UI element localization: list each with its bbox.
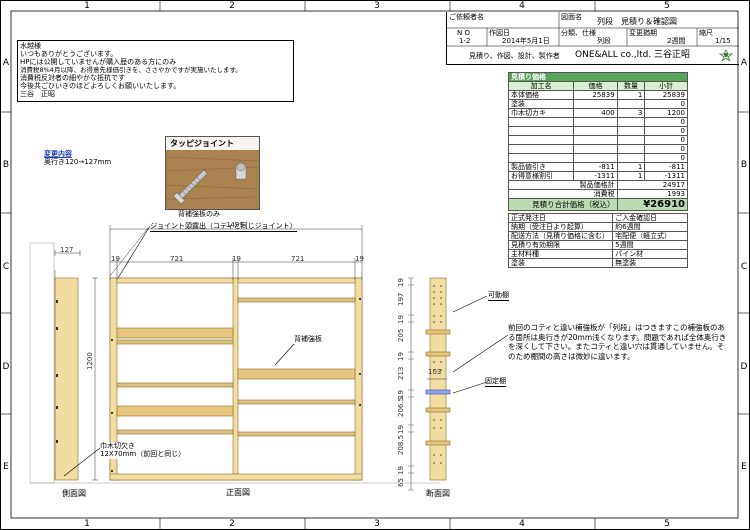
- leader-lines: [63, 225, 509, 477]
- side-view-label: 側面図: [62, 489, 86, 498]
- side-view-drawing: [29, 242, 440, 484]
- joint-label: ジョイント頭露出（コティと同じジョイント）: [150, 222, 297, 232]
- dim-19: 19: [111, 255, 120, 263]
- no-value: 1-2: [459, 37, 471, 45]
- category-label: 分類、仕様: [561, 29, 596, 37]
- photo-caption: 背補強板のみ: [178, 210, 220, 218]
- message-line: いつもありがとうございます。: [20, 50, 118, 58]
- date-value: 2014年5月1日: [502, 37, 550, 45]
- dim-19: 19: [355, 255, 364, 263]
- fixed-shelf-label: 固定棚: [485, 377, 506, 387]
- title-block: ご依頼者名 図面名 列段 見積り＆確認図 N O 作図日 分類、仕様 変更猶期 …: [446, 12, 739, 65]
- grid-row-label: A: [2, 58, 10, 68]
- scale-label: 縮尺: [699, 29, 713, 37]
- grid-row-label: B: [740, 160, 748, 170]
- photo-title: タッピジョイント: [170, 139, 234, 148]
- grid-col-label: 4: [519, 519, 525, 529]
- side-depth-dim: 127: [60, 246, 74, 254]
- front-view-label: 正面図: [226, 488, 250, 497]
- maker-value: ONE&ALL co.,ltd. 三谷正昭: [575, 50, 691, 60]
- grid-col-label: 2: [229, 1, 235, 11]
- order-info-table: 正式発注日ご入金確認日納期（受注日より起算）約6週間配送方法（見積り価格に含む）…: [507, 213, 688, 268]
- grid-row-label: B: [2, 160, 10, 170]
- company-logo-icon: [719, 49, 733, 62]
- no-label: N O: [457, 29, 470, 37]
- message-box: 水越様 いつもありがとうございます。 HPには公開していませんが購入歴のある方に…: [17, 40, 294, 102]
- section-dim: 213: [397, 366, 405, 380]
- shelf-depth-dim: 103: [428, 368, 442, 376]
- joint-photo: タッピジョイント: [165, 136, 260, 210]
- dim-721: 721: [170, 255, 184, 263]
- grid-row-label: D: [740, 362, 748, 372]
- maker-label: 見積り、作図、設計、製作者: [469, 52, 560, 60]
- message-line: 消費税8%4月以降、お得意先様価引きを、ささやかですが実施いたします。: [20, 66, 242, 74]
- section-dim: 19: [397, 425, 405, 434]
- date-label: 作図日: [489, 29, 510, 37]
- habaki-sub-label: 12X70mm（前回と同じ）: [100, 450, 186, 459]
- delivery-value: 2週間: [667, 37, 686, 45]
- grid-col-label: 3: [374, 1, 380, 11]
- movable-shelf-label: 可動棚: [488, 291, 509, 301]
- grid-row-label: A: [740, 58, 748, 68]
- section-dim: 19: [397, 466, 405, 475]
- grid-col-label: 2: [229, 519, 235, 529]
- grid-col-label: 5: [664, 1, 670, 11]
- change-text: 奥行き120→127mm: [44, 158, 112, 166]
- dim-721: 721: [291, 255, 305, 263]
- delivery-label: 変更猶期: [629, 29, 657, 37]
- message-line: 消費税反対者の細やかな抵抗です: [20, 74, 125, 82]
- grid-row-label: E: [741, 462, 747, 472]
- grid-row-label: C: [2, 262, 10, 272]
- grid-col-label: 3: [374, 519, 380, 529]
- grid-col-label: 1: [84, 519, 90, 529]
- total-width-dim: 1499: [226, 221, 244, 229]
- design-note: 前回のコティと違い補強板が「列段」はつきますこの補強板のある箇所は奥行きが20m…: [508, 323, 727, 361]
- title-block-lines: [447, 12, 739, 47]
- scale-value: 1/15: [715, 37, 731, 45]
- section-dim: 65: [397, 478, 405, 487]
- message-line: 三谷 正昭: [20, 90, 55, 98]
- grid-row-label: E: [3, 462, 9, 472]
- dim-19: 19: [232, 255, 241, 263]
- grid-col-label: 4: [519, 1, 525, 11]
- section-dim: 205: [397, 328, 405, 342]
- message-line: HPには公開していませんが購入歴のある方にのみ: [20, 58, 177, 66]
- section-dim: 197: [397, 292, 405, 306]
- grid-row-label: D: [2, 362, 10, 372]
- back-board-label: 背補強板: [294, 335, 322, 344]
- habaki-label: 巾木切欠き: [100, 442, 135, 451]
- grand-total: ¥26910: [616, 198, 689, 211]
- section-dim: 19: [397, 315, 405, 324]
- section-dim: 19: [397, 278, 405, 287]
- change-title: 変更内容: [44, 150, 72, 158]
- section-dim: 19: [397, 352, 405, 361]
- joint-photo-image: [166, 137, 259, 209]
- info-value: 無塗装: [612, 258, 688, 268]
- drawing-name: 列段 見積り＆確認図: [597, 17, 677, 26]
- front-view-drawing: [109, 225, 363, 481]
- section-dim: 206.5: [397, 396, 405, 417]
- grid-col-label: 5: [664, 519, 670, 529]
- info-label: 塗装: [507, 258, 614, 268]
- drawing-name-label: 図面名: [561, 13, 582, 21]
- grid-col-label: 1: [84, 1, 90, 11]
- client-label: ご依頼者名: [449, 13, 484, 21]
- message-line: 水越様: [20, 42, 41, 50]
- height-dim: 1200: [86, 352, 94, 370]
- order-info-row: 塗装無塗装: [507, 258, 688, 268]
- category-value: 列段: [597, 37, 611, 45]
- order-info-rows: 正式発注日ご入金確認日納期（受注日より起算）約6週間配送方法（見積り価格に含む）…: [507, 213, 688, 268]
- section-view-label: 断面図: [426, 489, 450, 498]
- message-line: 今後共ごひいきのほどよろしくお願いいたします。: [20, 82, 181, 90]
- section-dim: 208.5: [397, 434, 405, 455]
- section-view-drawing: [408, 277, 468, 498]
- grid-row-label: C: [740, 262, 748, 272]
